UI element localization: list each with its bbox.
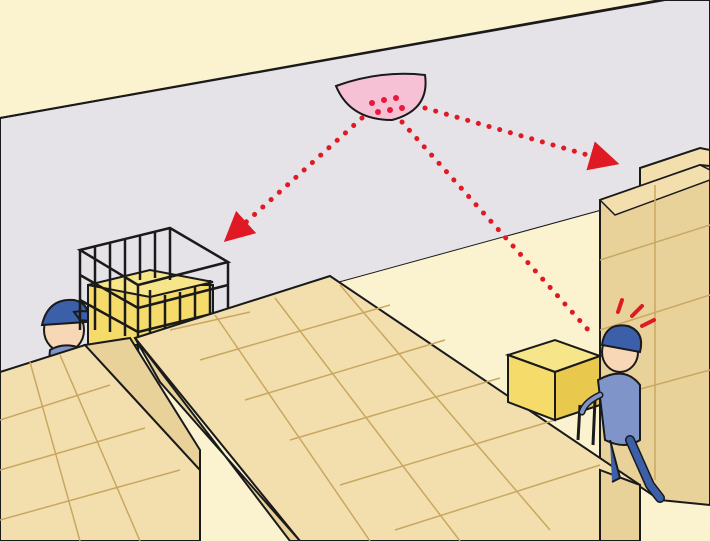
worker-right [504, 298, 665, 503]
box-stack-front-left [0, 336, 201, 541]
ceiling-sensor-icon [334, 72, 427, 122]
signal-arrow-icon [223, 105, 620, 335]
box-stack-front-center [133, 274, 641, 541]
alert-mark-icon [616, 298, 656, 328]
